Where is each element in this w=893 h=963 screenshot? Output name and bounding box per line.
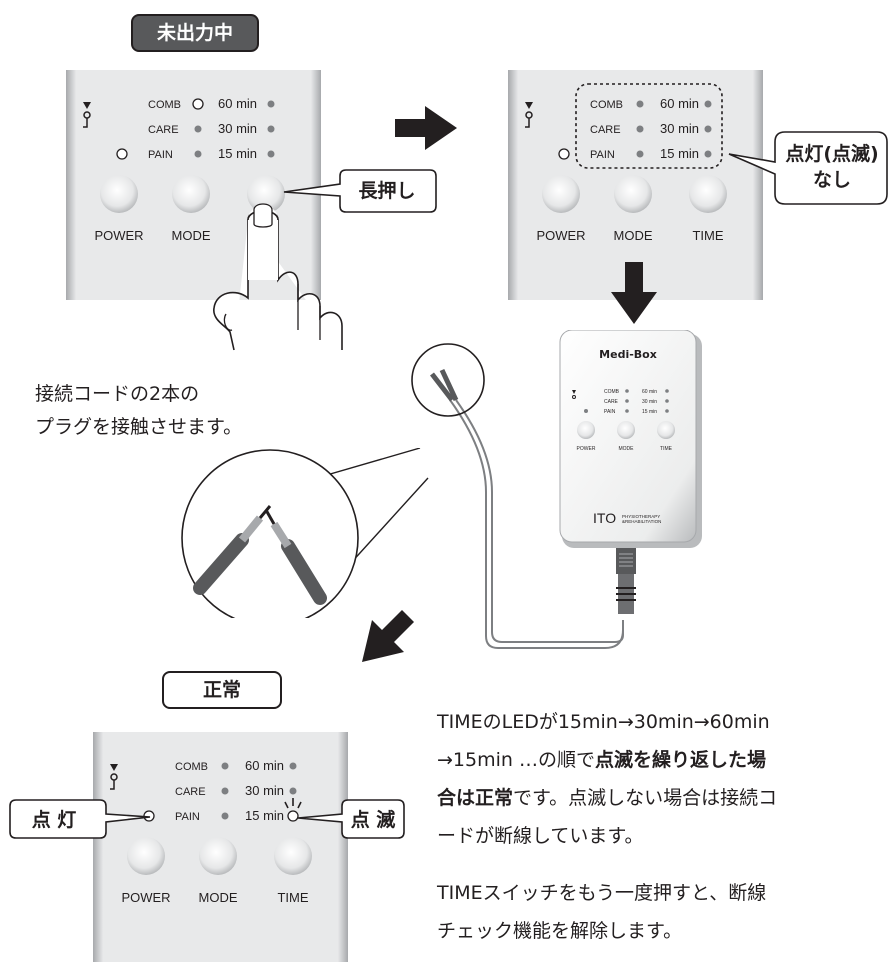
svg-text:60 min: 60 min (245, 758, 284, 773)
callout-blink: 点 滅 (350, 809, 396, 831)
description-line-5: TIMEスイッチをもう一度押すと、断線 (437, 882, 767, 904)
time-label-15: 15 min (218, 146, 257, 161)
power-button[interactable] (542, 175, 580, 213)
plug-zoom-source-circle (411, 343, 485, 417)
svg-text:COMB: COMB (590, 99, 623, 111)
description-line-3: 合は正常です。点滅しない場合は接続コ (437, 787, 778, 809)
mode-label-pain: PAIN (148, 149, 173, 161)
led-comb-lit (192, 98, 204, 110)
callout-no-light-bubble (728, 131, 888, 205)
svg-text:CARE: CARE (604, 399, 619, 405)
svg-text:15 min: 15 min (642, 409, 657, 415)
arrow-right-icon (395, 106, 457, 150)
led-15min-blinking (287, 810, 299, 822)
svg-text:COMB: COMB (175, 761, 208, 773)
svg-text:POWER: POWER (536, 228, 585, 243)
led-30min (267, 125, 275, 133)
mode-button[interactable] (199, 837, 237, 875)
description-line-6: チェック機能を解除します。 (437, 920, 683, 942)
callout-long-press: 長押し (358, 180, 416, 202)
svg-text:POWER: POWER (577, 446, 596, 452)
arrow-down-icon (611, 262, 657, 324)
svg-text:MODE: MODE (199, 890, 238, 905)
control-panel-normal: COMB CARE PAIN 60 min 30 min 15 min POWE… (93, 732, 348, 962)
dashed-highlight-box (575, 83, 723, 169)
maker-logo: ITO (593, 510, 616, 526)
control-panel-check: COMB CARE PAIN 60 min 30 min 15 min POWE… (508, 70, 763, 300)
mode-button[interactable] (614, 175, 652, 213)
device-brand-label: Medi-Box (599, 348, 657, 361)
arrow-down-left-icon (362, 610, 414, 662)
svg-text:15 min: 15 min (660, 146, 699, 161)
mode-label-comb: COMB (148, 99, 181, 111)
svg-text:PHYSIOTHERAPY: PHYSIOTHERAPY (622, 514, 660, 519)
svg-text:PAIN: PAIN (604, 409, 616, 415)
time-button[interactable] (689, 175, 727, 213)
power-led (116, 148, 128, 160)
medi-box-device: Medi-Box COMB CARE PAIN 60 min 30 min 15… (411, 330, 702, 649)
svg-text:30 min: 30 min (642, 399, 657, 405)
power-button[interactable] (100, 175, 138, 213)
power-button-label: POWER (94, 228, 143, 243)
power-button[interactable] (127, 837, 165, 875)
time-button[interactable] (274, 837, 312, 875)
callout-lit-bubble (9, 799, 151, 839)
led-60min (267, 100, 275, 108)
hand-pressing-illustration (213, 203, 343, 351)
plug-left (193, 505, 272, 595)
time-button[interactable] (247, 175, 285, 213)
svg-text:TIME: TIME (277, 890, 308, 905)
key-lock-icon (83, 102, 91, 109)
time-label-60: 60 min (218, 96, 257, 111)
control-panel-initial: COMB CARE PAIN 60 min 30 min 15 min POWE… (66, 70, 321, 300)
callout-no-light-line2: なし (812, 169, 851, 191)
svg-text:&REHABILITATION: &REHABILITATION (622, 519, 661, 524)
mode-button[interactable] (172, 175, 210, 213)
svg-text:MODE: MODE (614, 228, 653, 243)
svg-text:COMB: COMB (604, 389, 620, 395)
description-line-4: ードが断線しています。 (437, 825, 644, 847)
callout-blink-bubble (297, 799, 405, 839)
svg-text:PAIN: PAIN (590, 149, 615, 161)
time-label-30: 30 min (218, 121, 257, 136)
plug-contact-caption-line1: 接続コードの2本の (35, 383, 200, 405)
led-care (194, 125, 202, 133)
callout-long-press-bubble (283, 169, 437, 213)
status-label-not-outputting: 未出力中 (131, 14, 259, 52)
callout-lit: 点 灯 (31, 809, 77, 831)
svg-text:POWER: POWER (121, 890, 170, 905)
plug-contact-caption-line2: プラグを接触させます。 (35, 416, 243, 438)
svg-text:MODE: MODE (619, 446, 635, 452)
svg-text:TIME: TIME (660, 446, 673, 452)
svg-text:30 min: 30 min (660, 121, 699, 136)
plug-contact-zoom (181, 448, 429, 618)
plug-right (264, 509, 327, 605)
description-line-2: →15min …の順で点滅を繰り返した場 (437, 749, 766, 771)
svg-text:60 min: 60 min (660, 96, 699, 111)
svg-text:30 min: 30 min (245, 783, 284, 798)
led-pain (194, 150, 202, 158)
led-15min (267, 150, 275, 158)
description-line-1: TIMEのLEDが15min→30min→60min (437, 711, 770, 733)
connection-cord (449, 399, 624, 649)
svg-text:PAIN: PAIN (175, 811, 200, 823)
svg-text:CARE: CARE (590, 124, 621, 136)
svg-text:CARE: CARE (175, 786, 206, 798)
blink-rays-icon (284, 798, 302, 809)
svg-text:15 min: 15 min (245, 808, 284, 823)
callout-no-light-line1: 点灯(点滅) (785, 143, 879, 165)
mode-label-care: CARE (148, 124, 179, 136)
svg-text:60 min: 60 min (642, 389, 657, 395)
mode-button-label: MODE (172, 228, 211, 243)
svg-text:TIME: TIME (692, 228, 723, 243)
status-label-normal: 正常 (162, 671, 282, 709)
